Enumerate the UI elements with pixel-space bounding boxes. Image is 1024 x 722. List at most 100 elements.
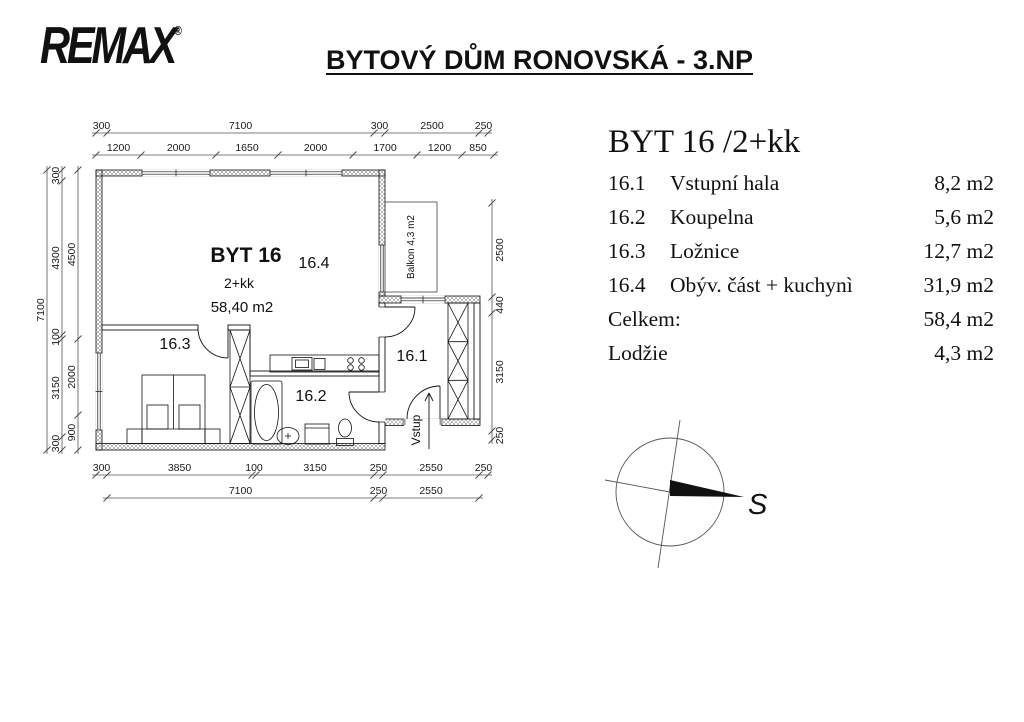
total-area: 58,4 m2: [923, 307, 994, 331]
nightstand: [126, 428, 143, 444]
entry-arrow: [424, 392, 434, 449]
floor-plan: BYT 16 2+kk 58,40 m2 16.4 16.3 16.2 16.1…: [35, 120, 506, 502]
room-area: 8,2 m2: [934, 171, 994, 195]
dim-tick: [74, 411, 82, 419]
kitchen-counter: [269, 354, 380, 373]
compass-north-needle: [670, 480, 744, 497]
dim-tick: [58, 433, 66, 441]
stove-burner: [358, 364, 365, 371]
dim-tick: [103, 129, 111, 137]
apartment-area-label: 58,40 m2: [211, 299, 274, 316]
balcony-label: Balkon 4,3 m2: [406, 215, 417, 279]
dim-label: 2000: [167, 142, 191, 154]
stove-burner: [347, 357, 354, 364]
room-area: 12,7 m2: [923, 239, 994, 263]
toilet: [338, 418, 352, 438]
compass-north-label: S: [748, 489, 768, 521]
unit-title: BYT 16 /2+kk: [608, 124, 801, 160]
dim-tick: [488, 293, 496, 301]
door-bathroom: [348, 391, 380, 423]
dim-tick: [349, 151, 357, 159]
dim-tick: [370, 471, 378, 479]
dim-tick: [379, 494, 387, 502]
dim-tick: [370, 494, 378, 502]
dim-label: 1200: [428, 142, 452, 154]
dim-tick: [74, 446, 82, 454]
dim-tick: [74, 166, 82, 174]
room-number: 16.2: [608, 205, 646, 229]
dim-tick: [488, 436, 496, 444]
room-name: Ložnice: [670, 239, 740, 263]
dim-label: 850: [469, 142, 487, 154]
dim-label: 250: [370, 462, 388, 474]
room-area: 31,9 m2: [923, 273, 994, 297]
dim-tick: [370, 129, 378, 137]
dim-tick: [274, 151, 282, 159]
plan-labels: BYT 16 2+kk 58,40 m2 16.4 16.3 16.2 16.1…: [159, 215, 427, 446]
dim-tick: [381, 129, 389, 137]
dim-label: 250: [494, 427, 506, 445]
unit-summary: BYT 16 /2+kk 16.1 Vstupní hala 8,2 m2 16…: [608, 124, 994, 366]
dim-label: 3150: [50, 376, 62, 400]
loggia-area: 4,3 m2: [934, 341, 994, 365]
bathtub: [250, 380, 283, 445]
dim-label: 1650: [235, 142, 259, 154]
page-title: BYTOVÝ DŮM RONOVSKÁ - 3.NP: [326, 45, 754, 75]
dim-label: 900: [66, 424, 78, 442]
dim-label: 300: [371, 120, 389, 132]
dim-tick: [58, 331, 66, 339]
dim-label: 300: [50, 167, 62, 185]
dim-tick: [413, 151, 421, 159]
dim-tick: [92, 471, 100, 479]
registered-mark: ®: [174, 23, 182, 38]
dim-tick: [252, 471, 260, 479]
dim-label: 1200: [107, 142, 131, 154]
dim-label: 300: [93, 120, 111, 132]
compass-axis-vertical: [657, 419, 681, 569]
windows-group: [95, 169, 446, 431]
stove-burner: [347, 364, 354, 371]
dim-tick: [58, 446, 66, 454]
washing-machine: [304, 423, 330, 445]
wardrobe-hall: [447, 302, 469, 420]
room-label-16-2: 16.2: [295, 388, 326, 405]
dim-label: 3150: [494, 360, 506, 384]
dim-tick: [484, 129, 492, 137]
wardrobe-left: [229, 329, 251, 444]
dim-label: 2550: [419, 462, 443, 474]
compass-axis-horizontal: [604, 479, 671, 493]
dim-tick: [58, 166, 66, 174]
dim-label: 2500: [420, 120, 444, 132]
dim-label: 7100: [229, 120, 253, 132]
dim-label: 2550: [419, 485, 443, 497]
dim-label: 300: [50, 435, 62, 453]
dim-tick: [458, 151, 466, 159]
door-hall-living: [384, 306, 416, 338]
door-entry: [406, 385, 441, 420]
compass-circle: [615, 437, 725, 547]
dim-tick: [488, 427, 496, 435]
total-label: Celkem:: [608, 307, 681, 331]
room-name: Obýv. část + kuchynì: [670, 273, 853, 297]
dim-tick: [248, 471, 256, 479]
dim-label: 3850: [168, 462, 192, 474]
dim-label: 4300: [50, 246, 62, 270]
dim-tick: [212, 151, 220, 159]
washbasin: [276, 427, 300, 445]
dim-tick: [137, 151, 145, 159]
dim-label: 2500: [494, 238, 506, 262]
dim-label: 440: [494, 296, 506, 314]
dim-tick: [475, 494, 483, 502]
remax-logo-text: REMAX: [40, 17, 177, 75]
dim-label: 3150: [303, 462, 327, 474]
dim-tick: [74, 335, 82, 343]
kitchen-sink: [291, 357, 313, 371]
entry-label: Vstup: [409, 414, 423, 445]
loggia-label: Lodžie: [608, 341, 668, 365]
room-name: Koupelna: [670, 205, 754, 229]
door-bedroom: [197, 327, 229, 359]
dim-tick: [92, 129, 100, 137]
room-label-16-1: 16.1: [396, 348, 427, 365]
nightstand: [204, 428, 221, 444]
